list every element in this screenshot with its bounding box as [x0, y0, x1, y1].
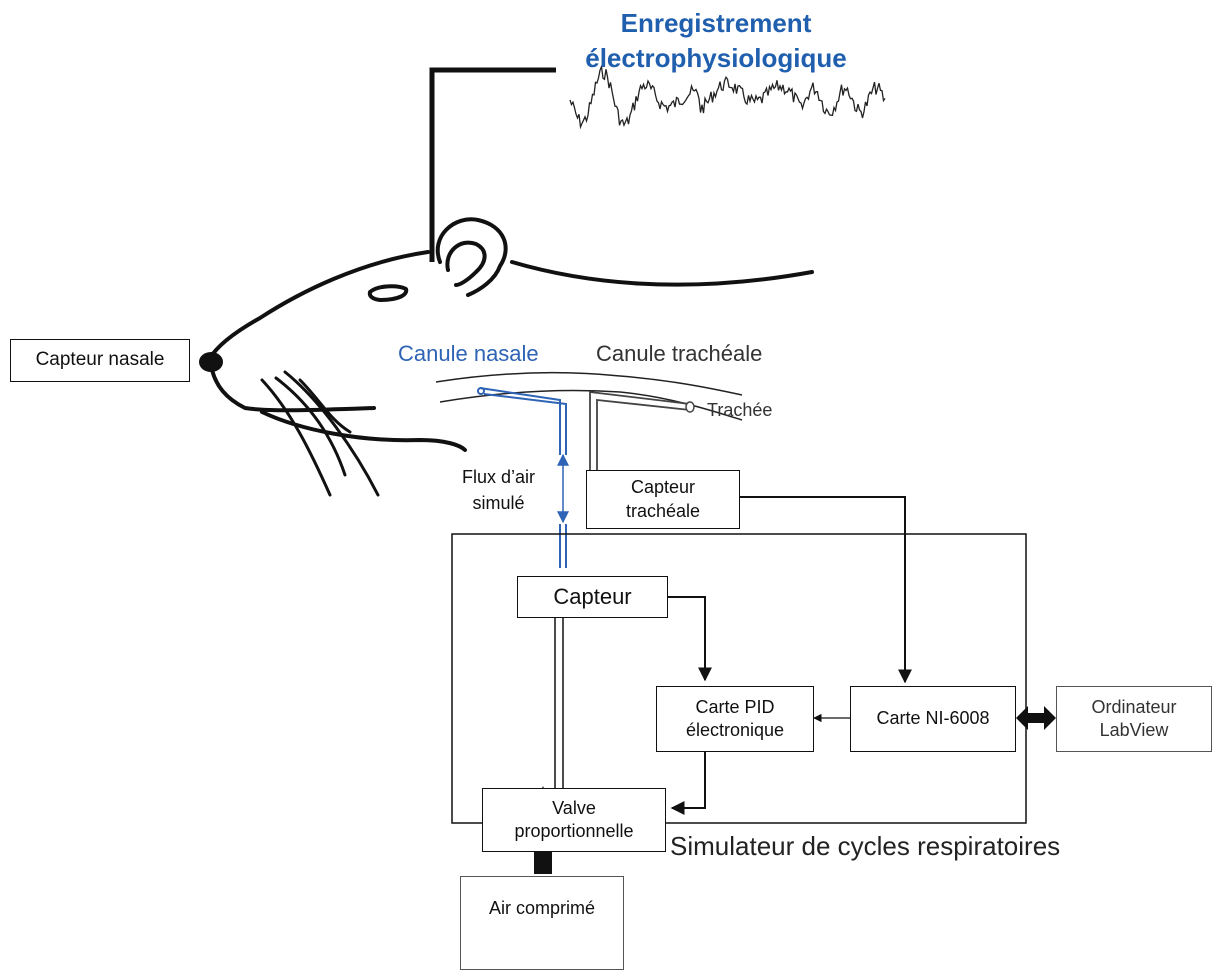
nasal-cannula	[479, 387, 567, 568]
capteur-tracheale-line2: trachéale	[625, 500, 701, 521]
ordinateur-line2: LabView	[1099, 720, 1169, 740]
title: Enregistrement électrophysiologique	[560, 6, 872, 76]
flux-line1: Flux d’air	[462, 467, 536, 487]
capteur-label: Capteur	[553, 583, 632, 609]
valve-line1: Valve	[552, 797, 596, 818]
carte-pid-box: Carte PID électronique	[656, 686, 814, 752]
simulator-frame	[451, 533, 1027, 824]
carte-pid-line1: Carte PID	[695, 696, 775, 717]
carte-ni-box: Carte NI-6008	[850, 686, 1016, 752]
air-comprime-box: Air comprimé	[460, 876, 624, 970]
tracheal-cannula-tip	[685, 401, 695, 413]
flux-line2: simulé	[472, 493, 525, 514]
simulateur-label: Simulateur de cycles respiratoires	[670, 831, 1061, 861]
title-line1: Enregistrement	[620, 8, 812, 38]
capteur-nasale-box: Capteur nasale	[10, 339, 190, 382]
title-line2: électrophysiologique	[585, 43, 847, 74]
link-ni-ordinateur	[1016, 706, 1056, 730]
electrode-wire	[429, 67, 556, 262]
flux-label: Flux d’air simulé	[462, 464, 535, 516]
trachea	[435, 371, 743, 421]
air-comprime-label: Air comprimé	[488, 898, 595, 918]
carte-pid-line2: électronique	[685, 720, 785, 740]
rat-whiskers	[260, 370, 380, 497]
valve-line2: proportionnelle	[514, 821, 634, 841]
canule-tracheale-label: Canule trachéale	[596, 341, 763, 366]
trachee-label: Trachée	[707, 400, 773, 420]
valve-box: Valve proportionnelle	[482, 788, 666, 852]
ordinateur-box: Ordinateur LabView	[1056, 686, 1212, 752]
carte-ni-label: Carte NI-6008	[876, 708, 990, 729]
ordinateur-line1: Ordinateur	[1091, 696, 1177, 717]
canule-nasale-label: Canule nasale	[398, 341, 539, 366]
capteur-tracheale-box: Capteur trachéale	[586, 470, 740, 529]
nasal-cannula-tip	[477, 387, 485, 395]
rat-nose	[199, 352, 223, 372]
tracheal-cannula	[589, 390, 691, 470]
capteur-box: Capteur	[517, 576, 668, 618]
ephys-trace	[569, 64, 886, 130]
link-tracheale-ni	[740, 496, 912, 684]
capteur-nasale-label: Capteur nasale	[35, 349, 165, 371]
link-capteur-pid	[668, 596, 712, 682]
link-pid-valve	[670, 752, 706, 815]
capteur-tracheale-line1: Capteur	[630, 477, 696, 498]
